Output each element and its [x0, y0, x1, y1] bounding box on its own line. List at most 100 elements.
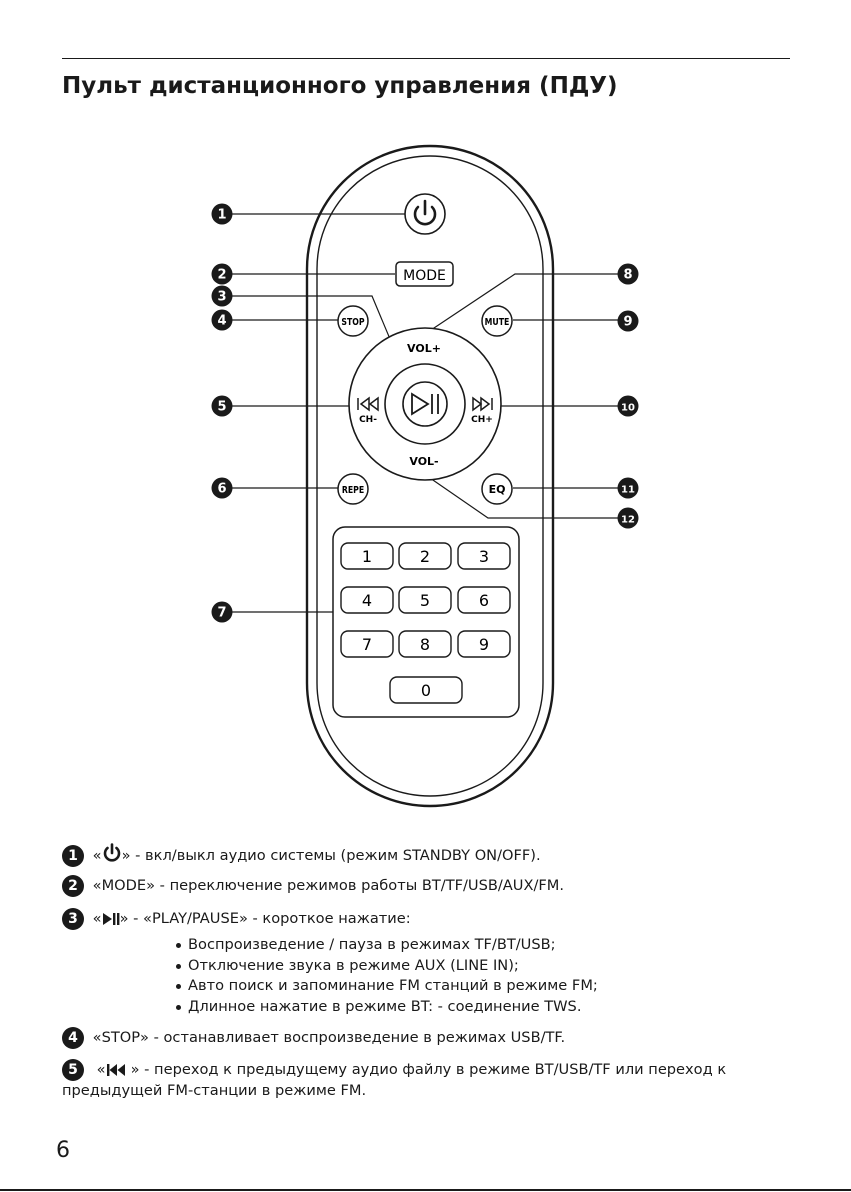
next-button[interactable]: CH+: [471, 396, 493, 425]
callout-badge-7: 7: [211, 601, 233, 623]
legend-badge-3: 3: [62, 908, 84, 930]
callout-line-12: [429, 477, 628, 519]
play-pause-icon: [102, 913, 119, 925]
keypad-key-4[interactable]: 4: [340, 586, 394, 614]
legend-item-2: 2 «MODE» - переключение режимов работы B…: [62, 875, 564, 897]
top-rule: [62, 58, 790, 59]
bottom-rule: [0, 1189, 851, 1191]
legend-item-2-text: «MODE» - переключение режимов работы BT/…: [92, 877, 565, 894]
remote-diagram: MODE STOP MUTE VOL+ VOL-: [211, 144, 639, 808]
keypad-key-3[interactable]: 3: [457, 542, 511, 570]
keypad-key-5[interactable]: 5: [398, 586, 452, 614]
mode-label: MODE: [403, 268, 446, 284]
keypad-panel: [332, 526, 520, 718]
keypad-key-label: 2: [420, 547, 430, 566]
mute-button[interactable]: MUTE: [481, 305, 513, 337]
keypad-key-label: 4: [362, 591, 372, 610]
keypad-key-label: 3: [479, 547, 489, 566]
keypad-key-label: 8: [420, 635, 430, 654]
play-pause-icon: [411, 392, 439, 416]
legend-item-3: 3 « » - «PLAY/PAUSE» - короткое нажатие:: [62, 908, 411, 930]
legend-item-4: 4 «STOP» - останавливает воспроизведение…: [62, 1027, 565, 1049]
keypad-key-label: 5: [420, 591, 430, 610]
repeat-button[interactable]: REPE: [337, 473, 369, 505]
keypad-key-label: 0: [421, 681, 431, 700]
callout-badge-label: 1: [217, 208, 226, 223]
callout-badge-4: 4: [211, 309, 233, 331]
legend-item-3-open: «: [92, 910, 102, 927]
callout-badge-5: 5: [211, 395, 233, 417]
callout-badge-label: 7: [217, 606, 226, 621]
previous-track-icon: [357, 396, 379, 412]
repeat-label: REPE: [342, 485, 364, 496]
legend-item-5-continued: предыдущей FM-станции в режиме FM.: [62, 1082, 366, 1099]
callout-badge-2: 2: [211, 263, 233, 285]
bullet-item: Длинное нажатие в режиме BT: - соединени…: [176, 997, 598, 1018]
callout-line-8: [427, 273, 628, 333]
legend-badge-5: 5: [62, 1059, 84, 1081]
legend-item-5-close: »: [130, 1061, 140, 1078]
stop-label: STOP: [341, 317, 365, 328]
mute-label: MUTE: [485, 317, 510, 328]
bullet-item: Авто поиск и запоминание FM станций в ре…: [176, 976, 598, 997]
legend-item-5-open: «: [96, 1061, 106, 1078]
power-icon: [413, 199, 437, 226]
callout-badge-label: 3: [217, 290, 226, 305]
play-pause-button[interactable]: [402, 381, 448, 427]
volume-up-button[interactable]: VOL+: [407, 342, 441, 355]
power-icon: [103, 843, 120, 862]
callout-badge-12: 12: [617, 507, 639, 529]
volume-down-button[interactable]: VOL-: [409, 455, 438, 468]
keypad-key-7[interactable]: 7: [340, 630, 394, 658]
keypad-key-label: 1: [362, 547, 372, 566]
bullet-item: Воспроизведение / пауза в режимах TF/BT/…: [176, 935, 598, 956]
legend-badge-2: 2: [62, 875, 84, 897]
callout-badge-10: 10: [617, 395, 639, 417]
callout-badge-6: 6: [211, 477, 233, 499]
remote-body-outer: [305, 144, 555, 808]
previous-button[interactable]: CH-: [357, 396, 379, 425]
keypad-key-6[interactable]: 6: [457, 586, 511, 614]
callout-badge-label: 12: [621, 515, 635, 526]
keypad-key-0[interactable]: 0: [389, 676, 463, 704]
keypad: 1 2 3 4 5 6 7 8 9 0: [340, 542, 511, 704]
callout-badge-label: 4: [217, 314, 226, 329]
keypad-key-label: 9: [479, 635, 489, 654]
page-title: Пульт дистанционного управления (ПДУ): [62, 73, 618, 99]
volume-up-label: VOL+: [407, 342, 441, 355]
page-number: 6: [56, 1138, 70, 1163]
keypad-key-1[interactable]: 1: [340, 542, 394, 570]
stop-button[interactable]: STOP: [337, 305, 369, 337]
previous-channel-label: CH-: [359, 415, 377, 425]
callout-badge-label: 10: [621, 403, 635, 414]
eq-label: EQ: [489, 483, 506, 496]
bullet-item: Отключение звука в режиме AUX (LINE IN);: [176, 956, 598, 977]
legend-item-4-text: «STOP» - останавливает воспроизведение в…: [92, 1029, 566, 1046]
legend-item-3-text: - «PLAY/PAUSE» - короткое нажатие:: [128, 910, 411, 927]
callout-badge-9: 9: [617, 310, 639, 332]
mode-button[interactable]: MODE: [395, 261, 454, 287]
keypad-key-8[interactable]: 8: [398, 630, 452, 658]
next-channel-label: CH+: [471, 415, 493, 425]
eq-button[interactable]: EQ: [481, 473, 513, 505]
callout-badge-3: 3: [211, 285, 233, 307]
callout-badge-label: 9: [623, 315, 632, 330]
callout-badge-label: 6: [217, 482, 226, 497]
legend-item-3-bullets: Воспроизведение / пауза в режимах TF/BT/…: [176, 935, 598, 1017]
callout-badge-11: 11: [617, 477, 639, 499]
power-button[interactable]: [404, 193, 446, 235]
next-track-icon: [472, 396, 493, 412]
volume-down-label: VOL-: [409, 455, 438, 468]
keypad-key-9[interactable]: 9: [457, 630, 511, 658]
legend-item-3-close: »: [119, 910, 129, 927]
legend-item-1-close: »: [121, 847, 131, 864]
keypad-key-2[interactable]: 2: [398, 542, 452, 570]
legend-item-5-text: - переход к предыдущему аудио файлу в ре…: [139, 1061, 727, 1078]
callout-badge-label: 8: [623, 268, 632, 283]
callout-badge-8: 8: [617, 263, 639, 285]
callout-badge-1: 1: [211, 203, 233, 225]
remote-body-inner: [316, 155, 544, 797]
legend-item-1: 1 «» - вкл/выкл аудио системы (режим STA…: [62, 843, 541, 867]
legend-badge-4: 4: [62, 1027, 84, 1049]
